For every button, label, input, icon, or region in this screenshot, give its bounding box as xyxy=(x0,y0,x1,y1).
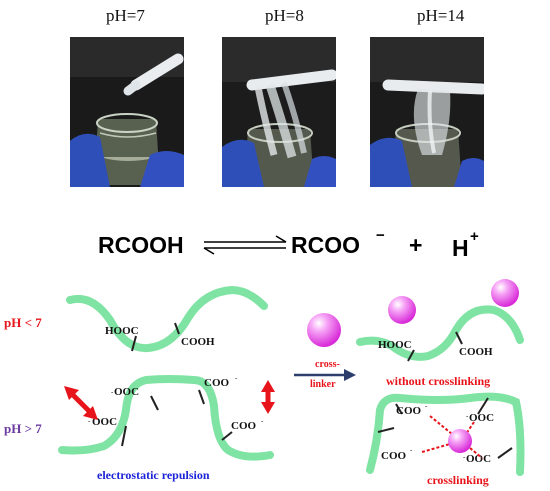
coo-left-b: COO xyxy=(231,420,257,432)
polymer-chain-acidic xyxy=(66,285,268,353)
equation-proton-charge: + xyxy=(470,228,479,245)
hooc-left: HOOC xyxy=(105,325,139,337)
photo-ph7 xyxy=(70,37,184,187)
ooc-left-a: OOC xyxy=(114,386,139,398)
coo-right-b: COO xyxy=(381,450,407,462)
free-crosslinker-a xyxy=(388,296,416,324)
charge-right-ooc-a: - xyxy=(466,412,469,420)
cooh-left: COOH xyxy=(181,336,215,348)
equation-right-charge: − xyxy=(376,227,385,244)
charge-coo-b: - xyxy=(261,417,264,425)
equilibrium-arrows xyxy=(203,235,287,255)
equation-left: RCOOH xyxy=(98,232,184,258)
charge-ooc-a: - xyxy=(111,388,114,396)
reaction-arrow xyxy=(294,369,356,381)
photo-label-ph8: pH=8 xyxy=(265,6,304,25)
cooh-right: COOH xyxy=(459,346,493,358)
charge-right-ooc-b: - xyxy=(463,453,466,461)
crosslinking-label: crosslinking xyxy=(427,473,489,487)
polymer-chain-uncrosslinked xyxy=(356,305,524,361)
coo-right-a: COO xyxy=(396,405,422,417)
charge-right-coo-b: - xyxy=(410,446,413,454)
coo-left-a: COO xyxy=(204,377,230,389)
crosslinker-label-line1: cross- xyxy=(315,359,340,370)
charge-coo-a: - xyxy=(235,374,238,382)
photo-ph8 xyxy=(222,37,336,187)
label-acidic: pH < 7 xyxy=(4,315,42,330)
equation-proton: H xyxy=(452,235,469,261)
charge-right-coo-a: - xyxy=(425,402,428,410)
charge-ooc-b: - xyxy=(88,417,91,425)
polymer-chain-basic xyxy=(58,375,274,461)
hooc-right: HOOC xyxy=(378,339,412,351)
repulsion-arrow-left xyxy=(64,386,98,420)
repulsion-caption: electrostatic repulsion xyxy=(97,468,210,482)
label-basic: pH > 7 xyxy=(4,421,42,436)
bound-crosslinker xyxy=(448,429,472,453)
ooc-right-a: OOC xyxy=(469,412,494,424)
polymer-chain-crosslinked xyxy=(366,392,525,476)
photo-label-ph14: pH=14 xyxy=(417,6,465,25)
free-crosslinker-b xyxy=(491,279,519,307)
photo-ph14 xyxy=(370,37,484,187)
photo-label-ph7: pH=7 xyxy=(106,6,145,25)
crosslinker-label-line2: linker xyxy=(310,379,336,390)
without-crosslinking-label: without crosslinking xyxy=(386,374,490,388)
crosslinker-sphere xyxy=(307,313,341,347)
repulsion-arrow-right xyxy=(261,380,275,414)
ooc-right-b: OOC xyxy=(466,453,491,465)
ooc-left-b: OOC xyxy=(92,416,117,428)
equation-right: RCOO xyxy=(291,232,360,258)
equation-plus: + xyxy=(409,232,422,258)
